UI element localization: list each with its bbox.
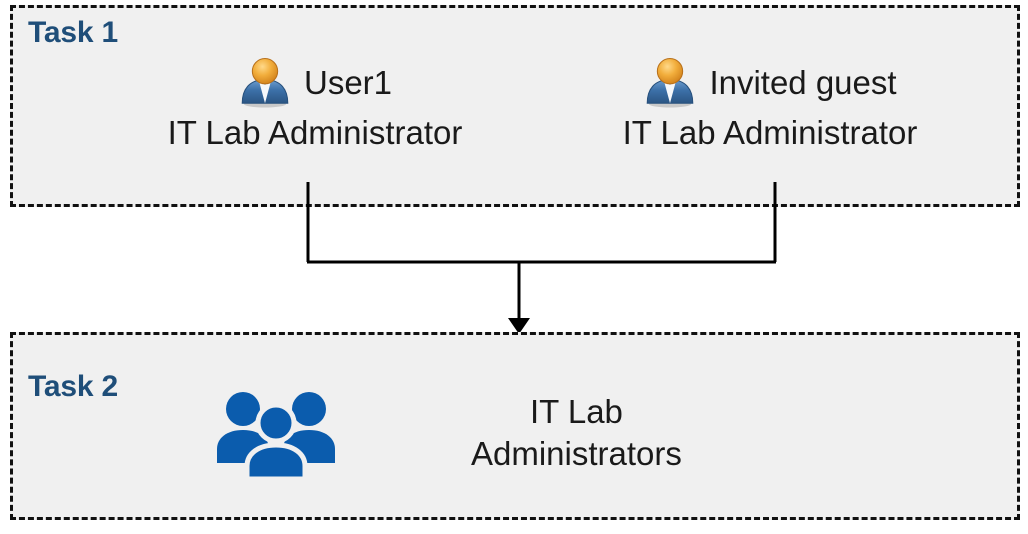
user-group-icon (215, 385, 337, 481)
task-2-label: Task 2 (28, 370, 118, 403)
task-2-container (10, 332, 1020, 520)
single-user-icon (238, 56, 292, 110)
user-name: User1 (303, 63, 393, 101)
user-role: IT Lab Administrator (622, 114, 918, 151)
group-name-line-1: IT Lab (529, 393, 623, 431)
user-role: IT Lab Administrator (167, 114, 463, 151)
user-entry-invited-guest: Invited guest IT Lab Administrator (580, 56, 960, 154)
user-name: Invited guest (709, 63, 897, 101)
group-entry-it-lab-administrators: IT Lab Administrators (215, 385, 682, 481)
task-1-label: Task 1 (28, 16, 118, 49)
group-name: IT Lab Administrators (471, 391, 682, 474)
single-user-icon (643, 56, 697, 110)
group-name-line-2: Administrators (471, 435, 682, 472)
user-entry-user1: User1 IT Lab Administrator (135, 56, 495, 154)
task-1-container (10, 5, 1020, 207)
